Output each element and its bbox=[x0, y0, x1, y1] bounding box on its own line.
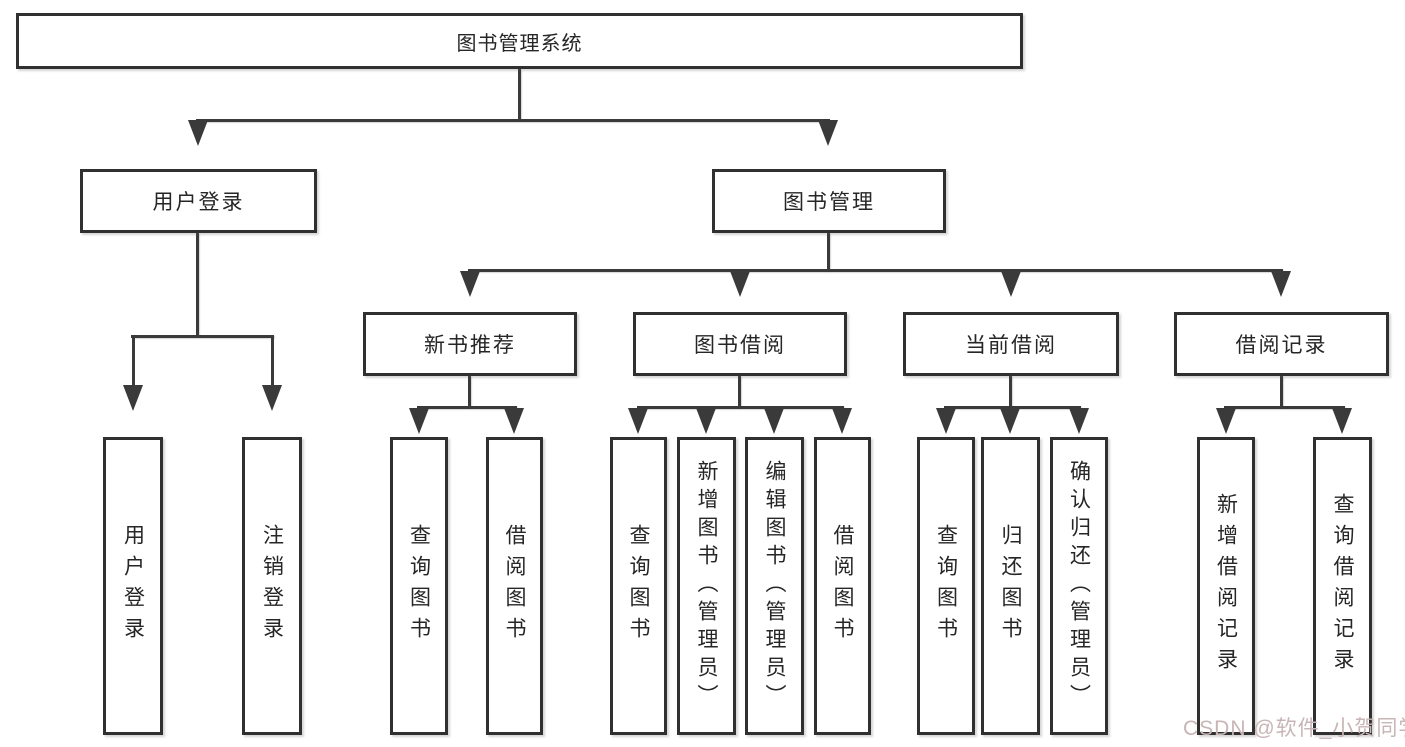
node-logout-function: 注销登录 bbox=[242, 437, 302, 735]
node-confirm-return-admin: 确认归还（管理员） bbox=[1050, 437, 1108, 735]
node-label: 新增图书（管理员） bbox=[695, 460, 718, 712]
arrow-head-icon bbox=[460, 271, 480, 323]
connector-line bbox=[196, 119, 830, 122]
connector-arrow-icon bbox=[1271, 271, 1291, 312]
connector-arrow-icon bbox=[1216, 408, 1236, 437]
arrow-head-icon bbox=[936, 408, 956, 460]
arrow-head-icon bbox=[730, 271, 750, 323]
connector-line bbox=[468, 269, 1283, 272]
node-book-borrowing: 图书借阅 bbox=[633, 312, 847, 376]
node-query-borrow-record: 查询借阅记录 bbox=[1313, 437, 1372, 735]
node-new-book-recommendation: 新书推荐 bbox=[363, 312, 577, 376]
connector-arrow-icon bbox=[188, 120, 208, 169]
arrow-head-icon bbox=[696, 408, 716, 460]
arrow-head-icon bbox=[409, 408, 429, 460]
csdn-watermark: CSDN @软件_小贺同学 bbox=[1183, 717, 1405, 740]
node-label: 用户登录 bbox=[152, 191, 245, 214]
node-label: 查询图书 bbox=[627, 524, 650, 648]
node-label: 图书借阅 bbox=[694, 334, 786, 357]
node-add-books-admin: 新增图书（管理员） bbox=[677, 437, 736, 735]
arrow-head-icon bbox=[504, 408, 524, 460]
node-label: 编辑图书（管理员） bbox=[763, 460, 786, 712]
node-borrowing-records: 借阅记录 bbox=[1174, 312, 1389, 376]
arrow-head-icon bbox=[1216, 408, 1236, 460]
node-label: 图书管理系统 bbox=[456, 32, 583, 55]
connector-arrow-icon bbox=[628, 408, 648, 437]
node-query-books-borrowing: 查询图书 bbox=[610, 437, 667, 735]
connector-line bbox=[738, 376, 741, 408]
node-book-management: 图书管理 bbox=[712, 169, 946, 233]
arrow-head-icon bbox=[1000, 408, 1020, 460]
node-return-books: 归还图书 bbox=[981, 437, 1040, 735]
node-label: 新增借阅记录 bbox=[1214, 493, 1238, 679]
connector-arrow-icon bbox=[1001, 271, 1021, 312]
node-query-books-recommend: 查询图书 bbox=[390, 437, 448, 735]
connector-arrow-icon bbox=[460, 271, 480, 312]
arrow-head-icon bbox=[262, 385, 282, 437]
arrow-head-icon bbox=[628, 408, 648, 460]
connector-line bbox=[944, 406, 1081, 409]
connector-line bbox=[1224, 406, 1345, 409]
arrow-shaft bbox=[270, 337, 274, 385]
node-label: 查询图书 bbox=[934, 524, 958, 648]
node-label: 图书管理 bbox=[783, 191, 875, 214]
node-user-login: 用户登录 bbox=[80, 169, 317, 233]
connector-line bbox=[1280, 376, 1283, 408]
connector-arrow-icon bbox=[696, 408, 716, 437]
connector-arrow-icon bbox=[1000, 408, 1020, 437]
node-add-borrow-record: 新增借阅记录 bbox=[1197, 437, 1255, 735]
arrow-head-icon bbox=[1271, 271, 1291, 323]
connector-arrow-icon bbox=[764, 408, 784, 437]
node-borrow-books-recommend: 借阅图书 bbox=[486, 437, 543, 735]
node-label: 查询借阅记录 bbox=[1331, 493, 1354, 679]
node-query-books-current: 查询图书 bbox=[917, 437, 975, 735]
arrow-head-icon bbox=[1332, 408, 1352, 460]
connector-arrow-icon bbox=[262, 337, 282, 437]
connector-arrow-icon bbox=[1332, 408, 1352, 437]
node-edit-books-admin: 编辑图书（管理员） bbox=[745, 437, 804, 735]
node-label: 查询图书 bbox=[407, 524, 431, 648]
connector-line bbox=[518, 69, 521, 120]
connector-line bbox=[1009, 376, 1012, 408]
connector-line bbox=[827, 233, 830, 271]
node-label: 新书推荐 bbox=[424, 334, 516, 357]
connector-arrow-icon bbox=[730, 271, 750, 312]
connector-line bbox=[131, 335, 274, 338]
connector-line bbox=[637, 406, 844, 409]
node-current-borrowing: 当前借阅 bbox=[903, 312, 1119, 376]
connector-line bbox=[417, 406, 517, 409]
arrow-head-icon bbox=[818, 120, 838, 172]
connector-line bbox=[468, 376, 471, 408]
arrow-head-icon bbox=[1001, 271, 1021, 323]
arrow-head-icon bbox=[188, 120, 208, 172]
node-label: 借阅图书 bbox=[503, 524, 526, 648]
node-label: 当前借阅 bbox=[965, 334, 1057, 357]
node-label: 用户登录 bbox=[121, 524, 145, 648]
node-label: 注销登录 bbox=[260, 524, 284, 648]
connector-arrow-icon bbox=[409, 408, 429, 437]
arrow-head-icon bbox=[832, 408, 852, 460]
arrow-shaft bbox=[131, 337, 135, 385]
arrow-head-icon bbox=[123, 385, 143, 437]
node-label: 确认归还（管理员） bbox=[1067, 460, 1091, 712]
node-label: 借阅记录 bbox=[1235, 334, 1328, 357]
node-label: 借阅图书 bbox=[831, 524, 854, 648]
node-borrow-books-borrowing: 借阅图书 bbox=[814, 437, 871, 735]
node-user-login-function: 用户登录 bbox=[103, 437, 163, 735]
connector-line bbox=[196, 233, 199, 337]
connector-arrow-icon bbox=[504, 408, 524, 437]
node-label: 归还图书 bbox=[999, 524, 1022, 648]
connector-arrow-icon bbox=[832, 408, 852, 437]
connector-arrow-icon bbox=[1069, 408, 1089, 437]
arrow-head-icon bbox=[1069, 408, 1089, 460]
node-library-system: 图书管理系统 bbox=[16, 13, 1023, 69]
arrow-head-icon bbox=[764, 408, 784, 460]
connector-arrow-icon bbox=[818, 120, 838, 169]
connector-arrow-icon bbox=[936, 408, 956, 437]
connector-arrow-icon bbox=[123, 337, 143, 437]
